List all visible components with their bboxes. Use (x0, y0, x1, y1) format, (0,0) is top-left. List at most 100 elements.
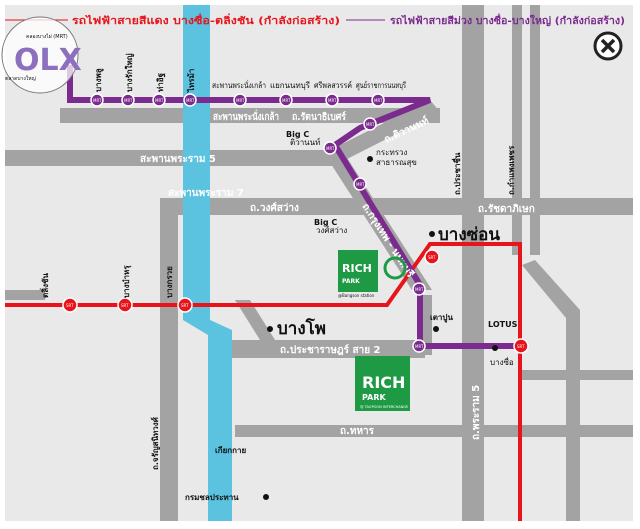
station-government-center-part (371, 93, 385, 107)
olx-logo: OLX คลองบางไผ่ (MRT) ตลาดบางใหญ่ (1, 16, 82, 94)
olx-logo-part (1, 16, 79, 94)
rich-park-taopoon-part: @ TAOPOON INTERCHANGE (360, 405, 408, 409)
royal-irrigation-label: กรมชลประทาน (185, 493, 239, 502)
label-government-center: ศูนย์ราชการนนทบุรี (356, 80, 407, 91)
olx-logo-part: OLX (14, 43, 82, 78)
chao-phraya-river (183, 5, 232, 521)
bangsue-label: บางซื่อ (490, 356, 514, 367)
moph-marker (367, 156, 373, 162)
station-bangbamru-part (117, 297, 133, 313)
rich-park-bangson-part (338, 250, 378, 292)
label-bangkruai: บางกรวย (165, 266, 174, 298)
station-tiwanon-a: MRT (363, 117, 377, 131)
road-charansanitwong (160, 198, 178, 521)
station-thait-part (152, 93, 166, 107)
station-talingchan-part (62, 297, 78, 313)
label-pracharat2: ถ.ประชาราษฎร์ สาย 2 (280, 344, 381, 356)
station-tiwanon-a-part (363, 117, 377, 131)
station-taopoon: MRT (412, 339, 426, 353)
station-bangrakyai-part (121, 93, 135, 107)
road-kamphaengphet-a (512, 5, 522, 255)
station-moph: MRT (353, 177, 367, 191)
close-circle-icon[interactable] (593, 31, 623, 61)
red-line-title: รถไฟฟ้าสายสีแดง บางซื่อ-ตลิ่งชัน (กำลังก… (72, 13, 340, 27)
station-bangkruai: SRT (177, 297, 193, 313)
close-circle-icon-part (600, 38, 616, 54)
label-wongsawang: ถ.วงศ์สว่าง (250, 202, 299, 214)
station-sriphonsawan: MRT (325, 93, 339, 107)
taopoon-marker (433, 326, 439, 332)
kiakkai-label: เกียกกาย (215, 445, 246, 455)
station-bangbamru: SRT (117, 297, 133, 313)
station-bangrakyai-part: MRT (124, 98, 133, 103)
station-pinklao-part: MRT (236, 98, 245, 103)
station-bangrakyai: MRT (121, 93, 135, 107)
station-taopoon-part: MRT (415, 344, 424, 349)
rich-park-taopoon[interactable]: RICH PARK @ TAOPOON INTERCHANGE (355, 356, 410, 411)
station-bangsue-part: SRT (517, 344, 525, 349)
station-taopoon-part (412, 339, 426, 353)
station-yaek-nonthaburi: MRT (279, 93, 293, 107)
rich-park-bangson-part: RICH (342, 262, 372, 275)
olx-logo-part: คลองบางไผ่ (MRT) (26, 33, 68, 40)
station-yaek-nonthaburi-part: MRT (282, 98, 291, 103)
label-bangbamru: บางบำหรุ (122, 265, 132, 298)
red-line (5, 242, 522, 521)
station-bigc-tiwanon-part: MRT (326, 146, 335, 151)
rich-park-taopoon-part (355, 356, 410, 411)
station-bigc-tiwanon-part (323, 141, 337, 155)
label-sriphonsawan: ศรีพลสวรรค์ (314, 80, 352, 90)
label-yaek-nonthaburi: แยกนนทบุรี (270, 81, 311, 90)
label-charansanitwong: ถ.จรัญสนิทวงศ์ (150, 416, 161, 470)
road-rama5-vertical (462, 5, 484, 521)
olx-logo-part: ตลาดบางใหญ่ (5, 75, 36, 82)
places-part: ติวานนท์ (290, 137, 320, 147)
label-ratchadaphisek: ถ.รัชดาภิเษก (478, 203, 535, 215)
places-part: สาธารณสุข (376, 158, 417, 167)
station-bangsue: SRT (513, 338, 529, 354)
station-taopoon-north-part (412, 282, 426, 296)
rich-park-bangson-part: PARK (342, 278, 360, 285)
rich-park-taopoon-part: PARK (362, 393, 386, 402)
label-rama7-bridge: สะพานพระราม 7 (168, 188, 244, 199)
station-bangkruai-part (177, 297, 193, 313)
label-bangphlu: บางพลู (94, 68, 104, 92)
station-government-center-part: MRT (374, 98, 383, 103)
road-rattanathibet (60, 108, 440, 123)
legend-header: รถไฟฟ้าสายสีแดง บางซื่อ-ตลิ่งชัน (กำลังก… (5, 13, 625, 27)
station-thait-part: MRT (155, 98, 164, 103)
station-government-center: MRT (371, 93, 385, 107)
station-bangson-part (424, 249, 440, 265)
places: Big C ติวานนท์ กระทรวง สาธารณสุข Big C ว… (185, 130, 518, 502)
station-bigc-tiwanon: MRT (323, 141, 337, 155)
label-pinklao-station: สะพานพระนั่งเกล้า (212, 79, 266, 90)
roads (5, 5, 633, 521)
rich-park-taopoon-part: RICH (362, 373, 405, 392)
rich-park-location-icon (383, 256, 407, 280)
lotus-marker (492, 345, 498, 351)
label-rama5-road: ถ.พระราม 5 (471, 385, 482, 440)
station-talingchan: SRT (62, 297, 78, 313)
label-pinklao-bridge: สะพานพระนั่งเกล้า (213, 109, 279, 123)
station-moph-part (353, 177, 367, 191)
label-rama5-bridge: สะพานพระราม 5 (140, 154, 216, 165)
red-stations: SRT SRT SRT SRT SRT (62, 249, 529, 354)
rich-park-bangson-part: @Bangson station (338, 293, 375, 298)
rich-park-bangson[interactable]: RICH PARK @Bangson station (338, 250, 407, 298)
station-saima-part (183, 93, 197, 107)
bangpho-label: บางโพ (277, 318, 326, 339)
label-kamphaengphet: ถ.กำแพงเพชร (507, 145, 516, 195)
station-bangphlu: MRT (90, 93, 104, 107)
bigc-wongsawang-label: Big C (314, 218, 337, 227)
station-taopoon-north: MRT (412, 282, 426, 296)
station-bangsue-part (513, 338, 529, 354)
bangpho-marker (267, 326, 273, 332)
bangson-marker (429, 231, 435, 237)
road-kamphaengphet-b (530, 5, 540, 255)
station-thait: MRT (152, 93, 166, 107)
label-saima: ไทรม้า (186, 69, 196, 93)
royal-irrigation-marker (263, 494, 269, 500)
road-tiwanon (330, 100, 440, 160)
